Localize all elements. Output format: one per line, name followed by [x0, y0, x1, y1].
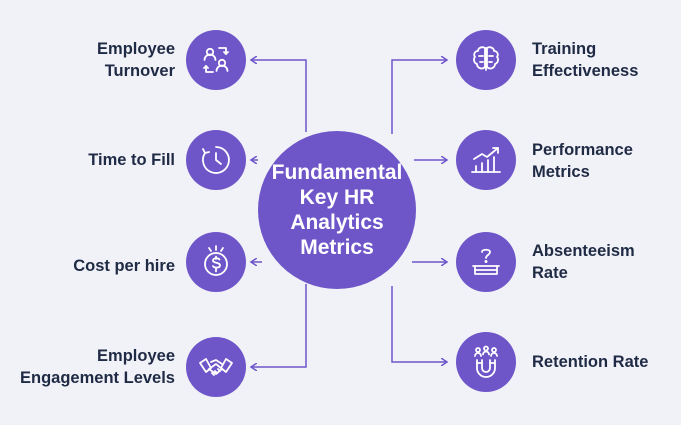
metric-label-retention: Retention Rate: [532, 351, 648, 373]
turnover-icon: [203, 47, 229, 73]
label-line: Effectiveness: [532, 62, 639, 80]
label-line: Engagement Levels: [20, 369, 175, 387]
center-line: Metrics: [300, 236, 374, 259]
metric-label-absenteeism: Absenteeism Rate: [532, 240, 635, 284]
label-line: Absenteeism: [532, 242, 635, 260]
dollar-coin-icon: [204, 245, 228, 276]
center-topic: Fundamental Key HR Analytics Metrics: [258, 131, 416, 289]
center-line: Analytics: [290, 211, 384, 234]
label-line: Performance: [532, 141, 633, 159]
label-line: Rate: [532, 264, 568, 282]
training-node: [456, 30, 516, 90]
connector-training: [391, 60, 446, 134]
metric-label-cost-per-hire: Cost per hire: [73, 255, 175, 277]
metric-label-time-to-fill: Time to Fill: [88, 149, 175, 171]
label-line: Training: [532, 40, 597, 58]
time-to-fill-node: [186, 130, 246, 190]
cost-per-hire-node: [186, 232, 246, 292]
label-line: Metrics: [532, 163, 590, 181]
empty-seat-question-icon: [472, 248, 500, 275]
label-line: Employee: [97, 40, 175, 58]
absenteeism-node: [456, 232, 516, 292]
metric-label-training: Training Effectiveness: [532, 38, 638, 82]
magnet-people-icon: [474, 345, 498, 378]
handshake-icon: [199, 358, 233, 376]
center-line: Key HR: [299, 186, 375, 209]
connector-engagement: [252, 284, 307, 367]
metric-label-performance: Performance Metrics: [532, 139, 633, 183]
performance-node: [456, 130, 516, 190]
metric-label-turnover: Employee Turnover: [97, 38, 175, 82]
clock-icon: [202, 146, 230, 174]
brain-icon: [473, 46, 499, 71]
engagement-node: [186, 337, 246, 397]
label-line: Retention Rate: [532, 353, 649, 371]
label-line: Turnover: [104, 62, 175, 80]
label-line: Time to Fill: [88, 151, 175, 169]
growth-chart-icon: [471, 147, 501, 173]
label-line: Cost per hire: [73, 257, 175, 275]
label-line: Employee: [97, 347, 175, 365]
turnover-node: [186, 30, 246, 90]
connector-turnover: [252, 60, 307, 132]
retention-node: [456, 332, 516, 392]
connector-retention: [391, 286, 446, 362]
metric-label-engagement: Employee Engagement Levels: [20, 345, 175, 389]
center-line: Fundamental: [271, 161, 403, 184]
